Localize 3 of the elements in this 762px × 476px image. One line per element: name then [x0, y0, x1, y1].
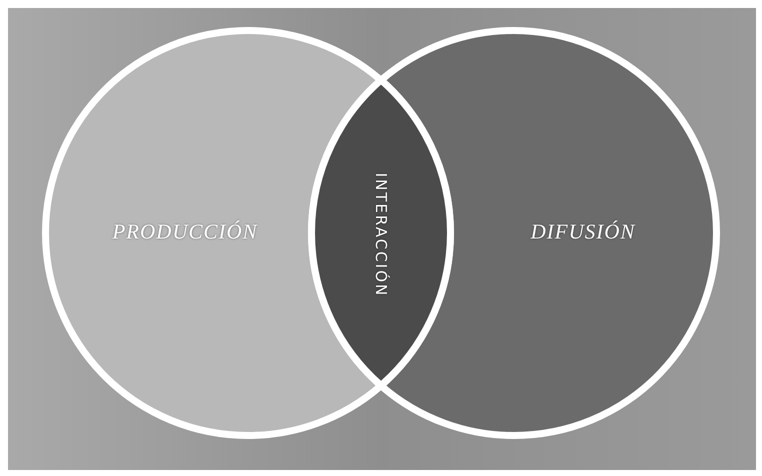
venn-label: PRODUCCIÓN	[112, 220, 258, 244]
venn-label: INTERACCIÓN	[372, 172, 390, 298]
venn-label: DIFUSIÓN	[530, 220, 636, 244]
